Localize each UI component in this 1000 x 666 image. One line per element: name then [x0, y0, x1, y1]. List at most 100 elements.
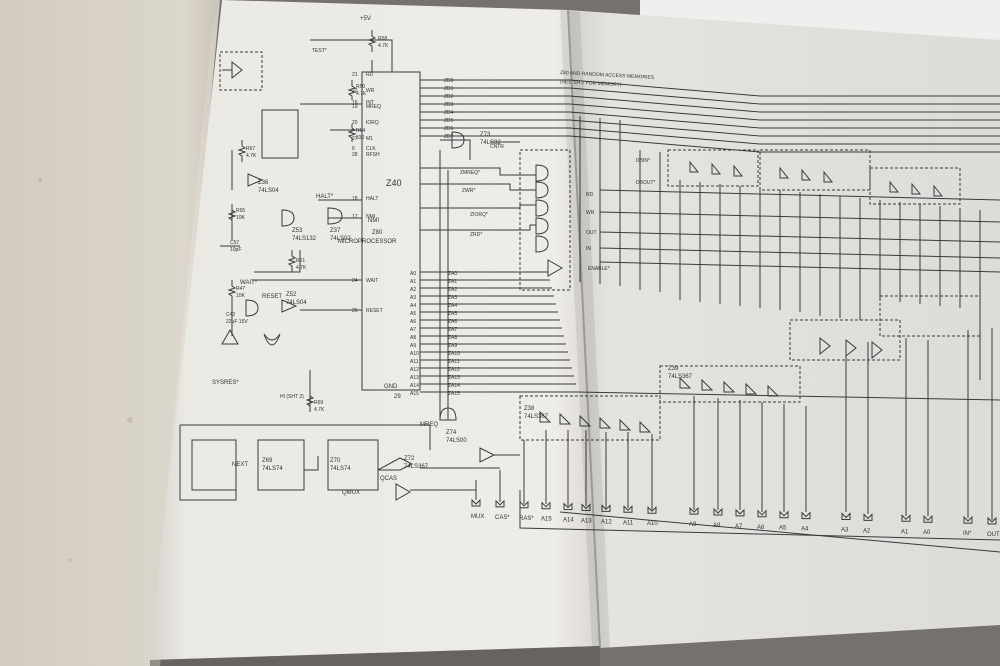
- address-pin-label: A0: [410, 271, 416, 277]
- bottom-terminal: [863, 513, 873, 521]
- bottom-terminal: [987, 516, 997, 525]
- control-lines: [252, 39, 393, 311]
- terminal-connector-icon: [735, 508, 745, 517]
- cpu-ref: Z40: [386, 178, 402, 188]
- cpu-pin-number: 18: [352, 196, 358, 202]
- cpu-pin-number: 21: [352, 72, 358, 78]
- bottom-terminal: [779, 510, 789, 519]
- cpu-pin-number: 28: [352, 152, 358, 158]
- terminal-connector-icon: [841, 512, 851, 520]
- address-pin-label: A5: [410, 311, 416, 317]
- address-net-label: ZA8: [448, 335, 457, 341]
- z80-chip-body: [361, 71, 421, 391]
- bottom-terminal: [471, 498, 481, 507]
- note-line-1: Z80 AND RANDOM ACCESS MEMORIES: [560, 70, 655, 81]
- chip-type: 74LS74: [262, 466, 283, 472]
- address-pin-label: A15: [410, 391, 419, 397]
- bottom-terminal-label: A9: [689, 522, 697, 528]
- terminal-connector-icon: [519, 500, 529, 509]
- cpu-pin-number: 26: [352, 308, 358, 314]
- cpu-pin-name: NMI: [366, 214, 375, 220]
- component-ref: R47: [236, 286, 245, 292]
- terminal-connector-icon: [987, 516, 997, 525]
- terminal-connector-icon: [581, 503, 591, 511]
- cpu-pin-number: 24: [352, 278, 358, 284]
- terminal-connector-icon: [623, 505, 633, 513]
- address-pin-label: A3: [410, 295, 416, 301]
- cpu-pin-name: MREQ: [366, 104, 381, 110]
- address-pin-label: A14: [410, 383, 419, 389]
- note-line-2: (SEE SH 2 FOR MEMORY): [560, 79, 622, 88]
- terminal-connector-icon: [757, 509, 767, 518]
- bottom-terminal-label: MUX: [471, 514, 484, 520]
- pin-label-reset: RESET: [262, 294, 282, 300]
- address-net-label: ZA4: [448, 303, 457, 309]
- data-net-label: ZD2: [444, 94, 454, 100]
- pin-label-cntr: CNTR: [490, 144, 504, 150]
- pin-label-test: TEST*: [312, 48, 327, 54]
- resistors: [227, 30, 377, 412]
- address-pin-label: A8: [410, 335, 416, 341]
- schematic-labels: Z80 AND RANDOM ACCESS MEMORIES (SEE SH 2…: [212, 16, 1000, 538]
- address-net-label: ZA6: [448, 319, 457, 325]
- bottom-terminal-label: CAS*: [495, 515, 510, 521]
- pin-label-out: OUT: [586, 230, 597, 236]
- chip-ref: Z74: [446, 430, 457, 436]
- bottom-terminal: [801, 511, 811, 520]
- terminal-connector-icon: [495, 499, 505, 508]
- pin-label-ziorq: ZIORQ*: [470, 212, 488, 218]
- cpu-pin-number: 6: [352, 146, 355, 152]
- bottom-terminal-label: IN*: [963, 531, 972, 537]
- terminal-connector-icon: [471, 498, 481, 507]
- bottom-terminal: [757, 509, 767, 518]
- component-ref: R67: [246, 146, 255, 152]
- chip-labels: Z3674LS04Z5374LS132Z3774LS02Z5274LS04Z72…: [258, 132, 693, 472]
- component-ref: R58: [378, 36, 387, 42]
- address-pin-label: A7: [410, 327, 416, 333]
- pin-label-rd: RD: [586, 192, 594, 198]
- terminal-connector-icon: [863, 513, 873, 521]
- cpu-pin-number: 22: [352, 88, 358, 94]
- bottom-terminal-label: A2: [863, 528, 871, 534]
- cpu-name: Z80: [372, 230, 383, 236]
- address-pin-label: A1: [410, 279, 416, 285]
- terminal-connector-icon: [713, 507, 723, 516]
- pin-label-halt: HALT*: [316, 194, 334, 200]
- component-ref: R50: [356, 84, 365, 90]
- pin-label-zmreq: ZMREQ*: [460, 170, 480, 176]
- bottom-terminal: [563, 502, 573, 511]
- chip-ref: Z69: [262, 458, 273, 464]
- terminal-connector-icon: [647, 505, 657, 514]
- cpu-pin-name: WAIT: [366, 278, 378, 284]
- address-net-label: ZA15: [448, 391, 460, 397]
- pin-label-nmi: NMI: [368, 218, 379, 224]
- cpu-pin-name: RD: [366, 72, 374, 78]
- terminal-connector-icon: [563, 502, 573, 511]
- bottom-terminal-label: A15: [541, 517, 552, 523]
- component-ref: R69: [314, 400, 323, 406]
- bottom-terminal-label: A12: [601, 519, 612, 525]
- flip-flops: [179, 407, 520, 501]
- chip-type: 74LS00: [446, 438, 467, 444]
- bottom-terminal: [541, 501, 551, 510]
- pin-label-wait: WAIT*: [240, 280, 258, 286]
- bottom-terminal: [581, 503, 591, 511]
- terminal-connector-icon: [541, 501, 551, 510]
- address-net-label: ZA3: [448, 295, 457, 301]
- component-value: 4.7K: [246, 153, 257, 159]
- bottom-terminal-wires: [475, 328, 1000, 553]
- chip-type: 74LS132: [292, 236, 317, 242]
- address-net-label: ZA2: [448, 287, 457, 293]
- bottom-terminal-label: A0: [923, 530, 931, 536]
- bottom-terminal: [841, 512, 851, 520]
- component-ref: C57: [230, 240, 239, 246]
- bottom-terminal-label: A10: [647, 521, 658, 527]
- component-value: 330: [356, 135, 365, 141]
- address-lines: [420, 271, 578, 393]
- component-ref: R64: [356, 128, 365, 134]
- right-bus-lines: [577, 189, 1000, 401]
- terminal-connector-icon: [779, 510, 789, 519]
- bottom-terminal-label: A7: [735, 524, 743, 530]
- pin-label-next: NEXT: [232, 462, 248, 468]
